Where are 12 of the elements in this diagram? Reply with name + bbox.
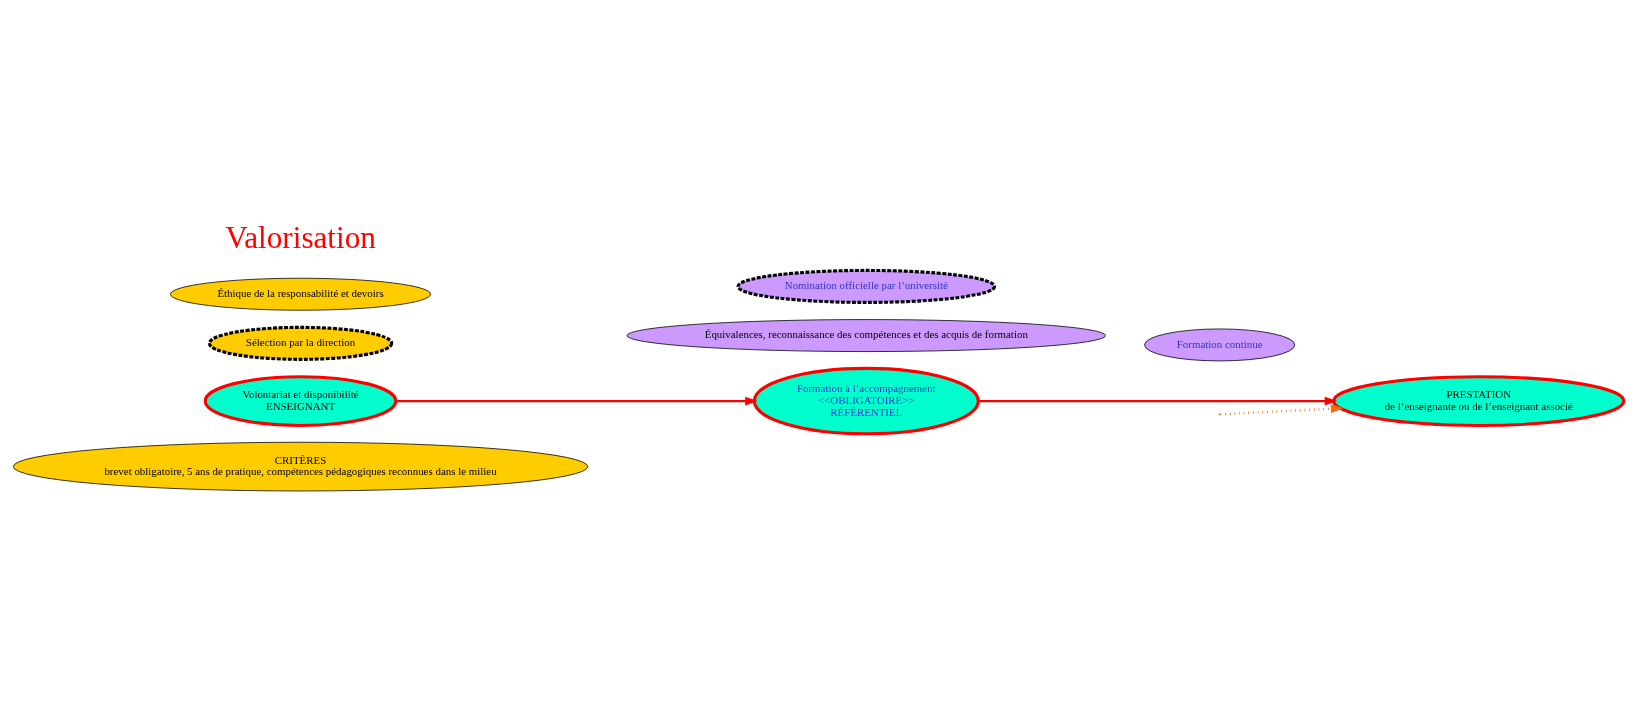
node-ellipse: Éthique de la responsabilité et devoirs [170, 277, 431, 311]
node-ellipse: Sélection par la direction [207, 325, 394, 361]
arrow [978, 396, 1338, 405]
arrow [1220, 396, 1344, 415]
node-ellipse: Formation à l’accompagnement <<OBLIGATOIRE>> RÉFÉRENTIEL [752, 366, 980, 435]
node-ellipse: Formation continue [1144, 328, 1296, 361]
label: Valorisation [225, 219, 376, 255]
node-ellipse: Volontariat et disponibilité ENSEIGNANT [203, 374, 398, 427]
arrow [396, 396, 758, 405]
node-ellipse: Équivalences, reconnaissance des compétences et des acquis de formation [626, 318, 1106, 352]
node-ellipse: Nomination officielle par l’université [736, 268, 997, 304]
node-ellipse: CRITÈRES brevet obligatoire, 5 ans de pratique, compétences pédagogiques reconnues dans le milieu [12, 441, 589, 491]
